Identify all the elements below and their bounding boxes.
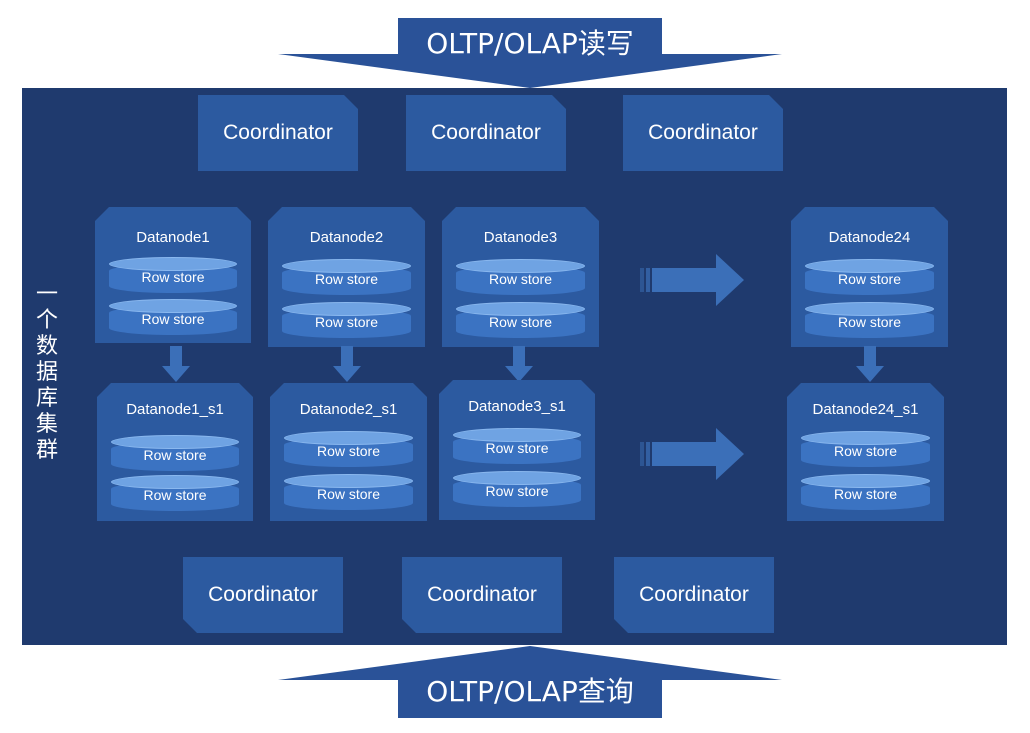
datanode-3: Datanode3 Row store Row store [442,207,599,347]
datanode-1: Datanode1 Row store Row store [95,207,251,343]
bottom-io-arrow [278,646,782,718]
row-store-label: Row store [314,314,379,330]
datanode-title: Datanode2 [309,229,384,246]
row-store-cylinder: Row store [453,471,581,507]
row-store-label: Row store [316,486,381,502]
row-store-cylinder: Row store [453,428,581,464]
datanode-3-s1: Datanode3_s1 Row store Row store [439,380,595,520]
row-store-cylinder: Row store [805,302,934,338]
replication-arrow-24 [856,346,884,382]
row-store-label: Row store [141,269,205,285]
cluster-vertical-label: 一 个 数 据 库 集 群 [35,282,58,463]
datanode-24: Datanode24 Row store Row store [791,207,948,347]
coordinator-top-2: Coordinator [406,95,566,171]
row-store-cylinder: Row store [109,299,237,335]
row-store-cylinder: Row store [111,435,239,471]
datanode-2-s1: Datanode2_s1 Row store Row store [270,383,427,521]
row-store-cylinder: Row store [111,475,239,511]
row-store-label: Row store [488,314,553,330]
datanode-24-s1: Datanode24_s1 Row store Row store [787,383,944,521]
row-store-label: Row store [833,443,898,459]
row-store-label: Row store [837,314,902,330]
top-io-arrow [278,18,782,88]
replication-arrow-1 [162,346,190,382]
datanode-title: Datanode3 [483,229,558,246]
coordinator-bottom-3: Coordinator [614,557,774,633]
row-store-cylinder: Row store [456,302,585,338]
datanode-title: Datanode1_s1 [126,401,224,418]
row-store-cylinder: Row store [282,259,411,295]
row-store-label: Row store [488,271,553,287]
row-store-cylinder: Row store [805,259,934,295]
coordinator-bottom-2: Coordinator [402,557,562,633]
row-store-label: Row store [833,486,898,502]
coordinator-top-3: Coordinator [623,95,783,171]
datanode-2: Datanode2 Row store Row store [268,207,425,347]
row-store-label: Row store [485,440,549,456]
coordinator-top-1: Coordinator [198,95,358,171]
continuation-arrow-bottom [640,428,744,480]
continuation-arrow-top [640,254,744,306]
row-store-label: Row store [837,271,902,287]
replication-arrow-3 [505,346,533,382]
datanode-title: Datanode3_s1 [468,398,566,415]
coordinator-bottom-1: Coordinator [183,557,343,633]
row-store-cylinder: Row store [284,431,413,467]
replication-arrow-2 [333,346,361,382]
datanode-title: Datanode24 [828,229,911,246]
bottom-io-label: OLTP/OLAP查询 [426,675,634,708]
row-store-label: Row store [143,447,207,463]
row-store-label: Row store [143,487,207,503]
row-store-cylinder: Row store [456,259,585,295]
datanode-title: Datanode1 [136,229,210,246]
datanode-title: Datanode24_s1 [812,401,919,418]
row-store-cylinder: Row store [801,474,930,510]
row-store-label: Row store [485,483,549,499]
row-store-label: Row store [316,443,381,459]
datanode-1-s1: Datanode1_s1 Row store Row store [97,383,253,521]
top-io-label: OLTP/OLAP读写 [426,27,634,60]
datanode-title: Datanode2_s1 [299,401,398,418]
row-store-cylinder: Row store [284,474,413,510]
row-store-cylinder: Row store [801,431,930,467]
row-store-cylinder: Row store [109,257,237,293]
row-store-label: Row store [314,271,379,287]
row-store-label: Row store [141,311,205,327]
row-store-cylinder: Row store [282,302,411,338]
